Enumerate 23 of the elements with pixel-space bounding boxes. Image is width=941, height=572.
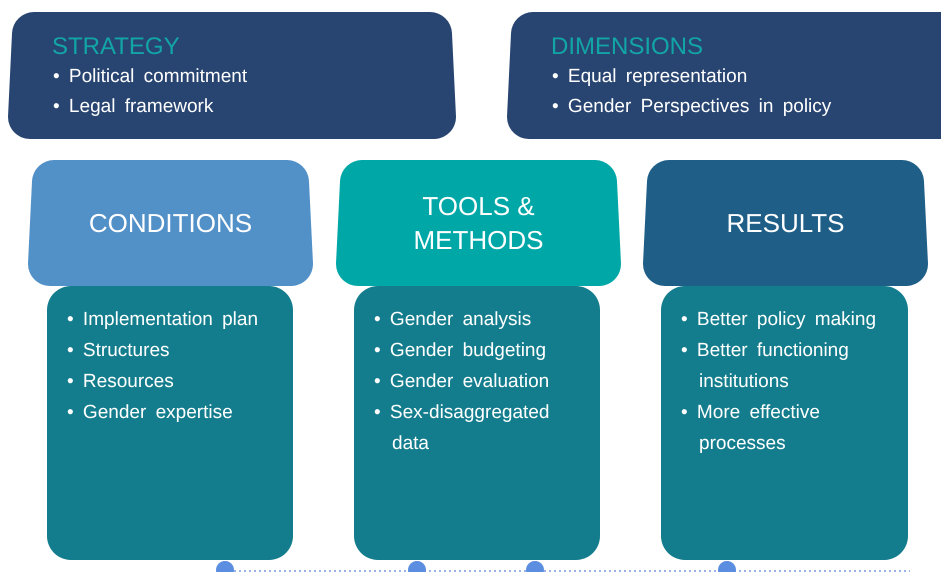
bullet-item: • Gender budgeting <box>374 339 548 363</box>
bullet-item: • Implementation plan <box>67 308 260 332</box>
bullet-item: • Sex-disaggregated data <box>374 401 550 456</box>
bullet-item: • Better policy making <box>681 308 878 332</box>
bullet-item: • More effective processes <box>681 401 821 456</box>
header-title: TOOLS & METHODS <box>412 190 544 257</box>
bullet-item: • Gender expertise <box>67 401 234 425</box>
header-title: CONDITIONS <box>88 207 252 240</box>
panel-title: STRATEGY <box>52 32 181 62</box>
bullet-item: • Resources <box>67 370 175 394</box>
bullet-item: • Political commitment <box>53 65 248 89</box>
column-panel <box>661 286 908 560</box>
bullet-item: • Gender Perspectives in policy <box>552 95 832 119</box>
column-panel <box>354 286 600 560</box>
column-panel <box>47 286 293 560</box>
bullet-item: • Gender analysis <box>374 308 532 332</box>
bullet-item: • Gender evaluation <box>374 370 550 394</box>
bullet-item: • Structures <box>67 339 171 363</box>
header-title: RESULTS <box>726 207 844 240</box>
bullet-item: • Equal representation <box>552 65 748 89</box>
panel-title: DIMENSIONS <box>551 32 704 62</box>
bullet-item: • Better functioning institutions <box>681 339 850 394</box>
bullet-item: • Legal framework <box>53 95 214 119</box>
